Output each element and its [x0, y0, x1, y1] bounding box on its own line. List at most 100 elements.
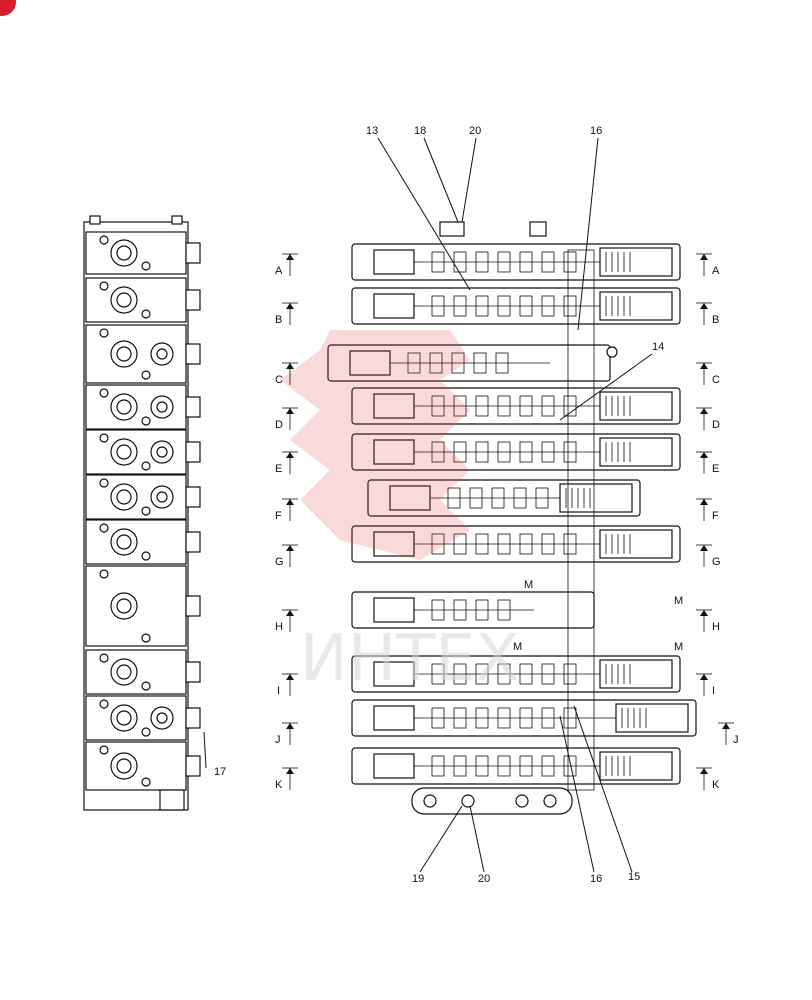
section-left-D: D — [275, 419, 283, 431]
mark-M-4: M — [674, 641, 683, 653]
leader-line-8 — [559, 715, 595, 873]
spool-left-cap-1 — [373, 249, 415, 275]
spool-spring-cap-11 — [599, 751, 673, 781]
section-left-arrowhead-10 — [286, 768, 294, 774]
side-port-core-7 — [116, 534, 132, 550]
leader-line-6 — [419, 805, 463, 873]
section-right-arrowhead-0 — [700, 254, 708, 260]
side-port-4 — [185, 396, 201, 418]
section-right-arrowhead-5 — [700, 499, 708, 505]
section-left-arrowhead-9 — [286, 723, 294, 729]
side-bolt-11 — [99, 745, 109, 755]
section-left-C: C — [275, 374, 283, 386]
top-fitting-right — [529, 221, 547, 237]
side-port2-core-6 — [156, 491, 168, 503]
side-view — [83, 215, 201, 811]
section-left-arrowhead-5 — [286, 499, 294, 505]
plug-14 — [606, 346, 618, 358]
section-right-H: H — [712, 621, 720, 633]
leader-line-5 — [203, 731, 207, 769]
section-right-arrowhead-7 — [700, 610, 708, 616]
side-bolt-7 — [99, 523, 109, 533]
spool-left-cap-9 — [373, 661, 415, 687]
side-port-6 — [185, 486, 201, 508]
side-bolt-10 — [99, 699, 109, 709]
leader-line-1 — [423, 137, 459, 223]
section-left-arrowhead-4 — [286, 452, 294, 458]
section-right-E: E — [712, 463, 719, 475]
spool-left-cap-8 — [373, 597, 415, 623]
spool-spring-cap-5 — [599, 437, 673, 467]
section-left-G: G — [275, 556, 284, 568]
callout-19: 19 — [412, 873, 424, 885]
side-port-7 — [185, 531, 201, 553]
callout-14: 14 — [652, 341, 664, 353]
section-left-F: F — [275, 510, 282, 522]
side-top-nut-left — [89, 215, 101, 225]
side-bolt-3 — [99, 328, 109, 338]
side-bolt-b-9 — [141, 681, 151, 691]
side-port-core-4 — [116, 399, 132, 415]
leader-line-2 — [461, 137, 477, 223]
spool-left-cap-10 — [373, 705, 415, 731]
side-port-9 — [185, 661, 201, 683]
side-port-core-1 — [116, 245, 132, 261]
spool-spring-cap-2 — [599, 291, 673, 321]
callout-18: 18 — [414, 125, 426, 137]
section-right-D: D — [712, 419, 720, 431]
section-left-arrowhead-1 — [286, 303, 294, 309]
section-right-F: F — [712, 510, 719, 522]
spool-left-cap-11 — [373, 753, 415, 779]
section-right-arrowhead-3 — [700, 408, 708, 414]
section-right-arrowhead-4 — [700, 452, 708, 458]
watermark: ИНТЕХ — [280, 330, 519, 696]
section-right-C: C — [712, 374, 720, 386]
side-bolt-b-11 — [141, 777, 151, 787]
mark-M-3: M — [513, 641, 522, 653]
section-right-arrowhead-10 — [700, 768, 708, 774]
section-left-arrowhead-0 — [286, 254, 294, 260]
side-port2-core-4 — [156, 401, 168, 413]
side-port-core-5 — [116, 444, 132, 460]
side-bolt-b-7 — [141, 551, 151, 561]
spool-spring-cap-6 — [559, 483, 633, 513]
section-right-arrowhead-1 — [700, 303, 708, 309]
spool-left-cap-3 — [349, 350, 391, 376]
section-right-arrowhead-8 — [700, 674, 708, 680]
side-port-5 — [185, 441, 201, 463]
side-bolt-1 — [99, 235, 109, 245]
spool-spring-cap-10 — [615, 703, 689, 733]
bottom-bolt-2 — [515, 794, 529, 808]
top-fitting-left — [439, 221, 465, 237]
leader-line-7 — [469, 805, 485, 873]
side-bolt-6 — [99, 478, 109, 488]
side-port-core-2 — [116, 292, 132, 308]
section-right-I: I — [712, 685, 715, 697]
section-right-arrowhead-9 — [722, 723, 730, 729]
spool-left-cap-6 — [389, 485, 431, 511]
callout-20-bottom: 20 — [478, 873, 490, 885]
mark-M-1: M — [524, 579, 533, 591]
section-right-arrowhead-6 — [700, 545, 708, 551]
section-left-I: I — [277, 685, 280, 697]
watermark-logo-icon — [280, 330, 470, 560]
section-right-J: J — [733, 734, 739, 746]
mark-M-2: M — [674, 595, 683, 607]
side-port-3 — [185, 343, 201, 365]
leader-line-9 — [573, 705, 633, 873]
side-bolt-b-4 — [141, 416, 151, 426]
side-bolt-b-10 — [141, 727, 151, 737]
corner-badge — [0, 0, 16, 16]
side-bottom-plug — [159, 789, 185, 811]
section-arrows — [282, 253, 734, 790]
side-bolt-b-5 — [141, 461, 151, 471]
leader-line-4 — [559, 353, 653, 421]
side-port-1 — [185, 242, 201, 264]
side-bolt-b-6 — [141, 506, 151, 516]
side-port-core-3 — [116, 346, 132, 362]
callout-leaders — [203, 137, 653, 873]
spool-spring-cap-4 — [599, 391, 673, 421]
side-port-8 — [185, 595, 201, 617]
section-left-arrowhead-6 — [286, 545, 294, 551]
